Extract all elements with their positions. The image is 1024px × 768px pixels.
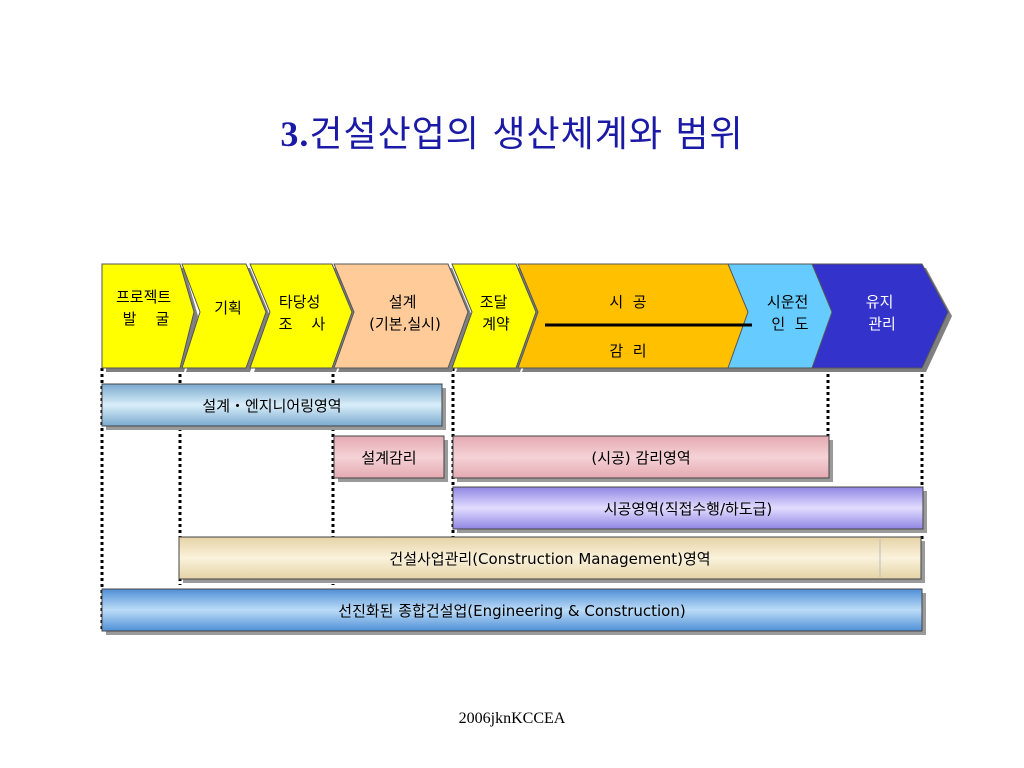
footer-credit: 2006jknKCCEA [458, 710, 566, 727]
phase-label-supervision: 감 리 [609, 342, 646, 360]
bar-label-construction-supervision-area: (시공) 감리영역 [591, 449, 690, 467]
bar-design-engineering-area [101, 383, 443, 427]
bar-label-design-engineering-area: 설계・엔지니어링영역 [202, 397, 341, 415]
phase-label-project-discovery: 프로젝트 발 굴 [116, 288, 176, 328]
phase-arrow-planning [181, 263, 267, 369]
phase-label-maintenance: 유지 관리 [866, 293, 898, 333]
phase-arrow-design [333, 263, 469, 369]
phase-label-planning: 기획 [214, 299, 242, 317]
phase-arrow-project-discovery [101, 263, 195, 369]
phase-label-construction: 시 공 [609, 293, 646, 311]
phase-arrow-procurement [451, 263, 537, 369]
phase-arrow-maintenance [811, 263, 949, 369]
phase-label-procurement: 조달 계약 [480, 293, 512, 333]
bar-label-cm-area: 건설사업관리(Construction Management)영역 [389, 550, 710, 568]
title-text: 건설산업의 생산체계와 범위 [309, 114, 744, 155]
bar-label-ec-area: 선진화된 종합건설업(Engineering & Construction) [338, 602, 685, 620]
phase-label-design: 설계 (기본,실시) [369, 293, 441, 333]
bar-construction-area [452, 486, 924, 530]
bar-label-construction-area: 시공영역(직접수행/하도급) [604, 500, 773, 518]
bar-cm-area [178, 536, 922, 580]
bar-construction-supervision-area [452, 435, 830, 479]
phase-label-commissioning: 시운전 인 도 [767, 293, 813, 333]
bar-design-supervision-area [333, 435, 445, 479]
title-number: 3. [280, 114, 310, 154]
phase-label-feasibility: 타당성 조 사 [279, 293, 326, 333]
bar-label-design-supervision-area: 설계감리 [361, 449, 416, 467]
phase-arrow-feasibility [249, 263, 353, 369]
page-title: 3.건설산업의 생산체계와 범위 [0, 105, 1024, 157]
bar-ec-area [101, 588, 923, 632]
